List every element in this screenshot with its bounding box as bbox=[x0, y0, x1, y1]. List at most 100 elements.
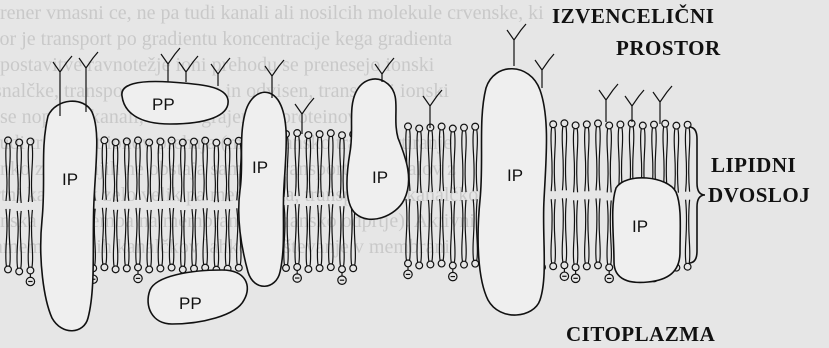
lipid-head bbox=[461, 124, 468, 131]
lipid-tail bbox=[169, 144, 170, 200]
lipid-tail bbox=[229, 209, 230, 265]
lipid-head bbox=[639, 122, 646, 129]
lipid-tail bbox=[192, 209, 193, 265]
sugar-chain bbox=[653, 86, 672, 124]
lipid-tail bbox=[677, 129, 678, 193]
lipid-tail bbox=[125, 145, 126, 201]
pp-label-bottom: PP bbox=[179, 294, 202, 314]
lipid-head bbox=[135, 137, 142, 144]
lipid-tail bbox=[206, 208, 207, 264]
lipid-head bbox=[305, 132, 312, 139]
lipid-tail bbox=[6, 144, 7, 201]
lipid-tail bbox=[420, 201, 421, 262]
lipid-head bbox=[416, 262, 423, 269]
lipid-head bbox=[449, 262, 456, 269]
lipid-tail bbox=[443, 130, 444, 191]
lipid-tail bbox=[329, 137, 330, 197]
lipid-head bbox=[5, 137, 12, 144]
pp-label-top: PP bbox=[152, 95, 175, 115]
lipid-head bbox=[561, 262, 568, 269]
lipid-head bbox=[168, 264, 175, 271]
lipid-tail bbox=[225, 209, 226, 265]
lipid-tail bbox=[585, 128, 586, 192]
cytoplasm-label: CITOPLAZMA bbox=[566, 322, 715, 347]
lipid-tail bbox=[158, 209, 159, 265]
lipid-tail bbox=[150, 146, 151, 202]
lipid-head bbox=[438, 123, 445, 130]
lipid-tail bbox=[169, 208, 170, 264]
lipid-tail bbox=[192, 145, 193, 201]
lipid-tail bbox=[565, 127, 566, 191]
sugar-chain bbox=[211, 58, 230, 86]
lipid-tail bbox=[431, 131, 432, 192]
sugar-chain bbox=[599, 84, 618, 122]
lipid-tail bbox=[31, 145, 32, 202]
lipid-head bbox=[438, 260, 445, 267]
lipid-tail bbox=[147, 146, 148, 202]
lipid-tail bbox=[6, 209, 7, 266]
lipid-tail bbox=[577, 200, 578, 264]
lipid-head bbox=[583, 263, 590, 270]
lipid-head bbox=[146, 139, 153, 146]
ip-label-4: IP bbox=[507, 166, 523, 186]
lipid-head bbox=[572, 264, 579, 271]
lipid-head bbox=[202, 137, 209, 144]
lipid-head bbox=[179, 139, 186, 146]
lipid-head bbox=[405, 123, 412, 130]
lipid-tail bbox=[150, 210, 151, 266]
lipid-head bbox=[157, 265, 164, 272]
lipid-tail bbox=[329, 204, 330, 264]
lipid-tail bbox=[431, 200, 432, 261]
lipid-tail bbox=[128, 145, 129, 201]
lipid-tail bbox=[102, 208, 103, 264]
lipid-tail bbox=[451, 132, 452, 193]
lipid-tail bbox=[295, 204, 296, 264]
lipid-head bbox=[316, 131, 323, 138]
lipid-tail bbox=[417, 201, 418, 262]
lipid-tail bbox=[237, 144, 238, 200]
bilayer-brace bbox=[687, 125, 707, 270]
lipid-tail bbox=[420, 132, 421, 193]
lipid-head bbox=[561, 120, 568, 127]
ip-label-3: IP bbox=[372, 168, 388, 188]
lipid-tail bbox=[554, 128, 555, 192]
lipid-tail bbox=[117, 210, 118, 266]
lipid-head bbox=[224, 138, 231, 145]
lipid-tail bbox=[473, 130, 474, 191]
lipid-tail bbox=[9, 144, 10, 201]
lipid-tail bbox=[158, 145, 159, 201]
lipid-tail bbox=[309, 206, 310, 266]
lipid-tail bbox=[551, 128, 552, 192]
ip-protein-1 bbox=[41, 101, 97, 331]
bilayer-label-line2: DVOSLOJ bbox=[708, 183, 810, 208]
lipid-tail bbox=[476, 130, 477, 191]
lipid-head bbox=[327, 130, 334, 137]
lipid-head bbox=[305, 266, 312, 273]
lipid-tail bbox=[139, 208, 140, 264]
lipid-tail bbox=[117, 146, 118, 202]
lipid-bilayer bbox=[5, 120, 691, 286]
lipid-tail bbox=[674, 129, 675, 193]
lipid-tail bbox=[562, 127, 563, 191]
lipid-tail bbox=[577, 129, 578, 193]
lipid-tail bbox=[298, 204, 299, 264]
lipid-head bbox=[339, 132, 346, 139]
lipid-tail bbox=[317, 205, 318, 265]
lipid-head bbox=[472, 260, 479, 267]
lipid-head bbox=[316, 265, 323, 272]
lipid-tail bbox=[203, 144, 204, 200]
lipid-head bbox=[662, 120, 669, 127]
lipid-tail bbox=[195, 209, 196, 265]
lipid-tail bbox=[173, 208, 174, 264]
lipid-tail bbox=[225, 145, 226, 201]
lipid-head bbox=[595, 262, 602, 269]
lipid-head bbox=[123, 138, 130, 145]
lipid-head bbox=[294, 130, 301, 137]
ip-protein-3 bbox=[347, 79, 409, 219]
lipid-head bbox=[27, 267, 34, 274]
lipid-tail bbox=[161, 145, 162, 201]
sugar-chain bbox=[423, 90, 442, 128]
lipid-head bbox=[427, 261, 434, 268]
lipid-tail bbox=[332, 137, 333, 197]
sugar-chain bbox=[535, 54, 554, 88]
